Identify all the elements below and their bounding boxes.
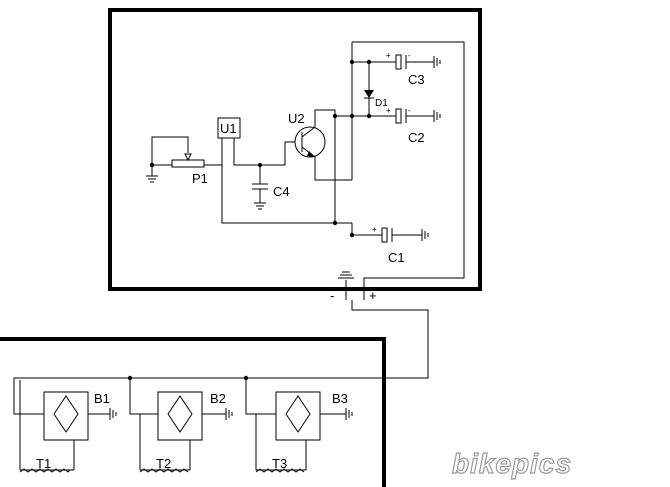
upper-enclosure — [108, 8, 482, 291]
bridge-rectifier-b2 — [139, 391, 233, 473]
watermark-logo: bikepics — [452, 448, 572, 479]
plus-sign: + — [372, 225, 377, 234]
label-b3: B3 — [332, 391, 348, 406]
label-c4: C4 — [273, 184, 290, 199]
label-b2: B2 — [210, 391, 226, 406]
plus-sign: + — [386, 106, 391, 115]
plus-terminal: + — [369, 288, 377, 303]
transistor-u2 — [294, 109, 352, 181]
minus-sign: - — [408, 51, 411, 60]
power-entry — [13, 271, 429, 415]
label-t3: T3 — [272, 456, 287, 471]
label-p1: P1 — [192, 171, 208, 186]
junction-dot — [257, 162, 263, 168]
label-c1: C1 — [388, 250, 405, 265]
diode-d1 — [364, 62, 374, 116]
junction-dot — [332, 113, 338, 119]
capacitor-c1 — [352, 227, 429, 243]
label-t1: T1 — [36, 456, 51, 471]
junction-dot — [366, 113, 372, 119]
junction-dot — [349, 232, 355, 238]
capacitor-c3 — [352, 54, 441, 70]
label-c2: C2 — [408, 130, 425, 145]
minus-terminal: - — [330, 288, 334, 303]
label-b1: B1 — [94, 391, 110, 406]
capacitor-c2 — [352, 108, 441, 124]
bridge-rectifier-b1 — [19, 380, 117, 473]
component-u1 — [217, 117, 352, 224]
lower-enclosure — [0, 337, 386, 487]
label-t2: T2 — [156, 456, 171, 471]
plus-sign: + — [386, 51, 391, 60]
label-c3: C3 — [408, 72, 425, 87]
label-u2: U2 — [288, 111, 305, 126]
capacitor-c4 — [252, 165, 268, 210]
label-d1: D1 — [375, 98, 388, 109]
potentiometer-p1 — [146, 136, 222, 183]
junction-dot — [366, 59, 372, 65]
junction-dot — [332, 220, 338, 226]
junction-dot — [149, 162, 155, 168]
bridge-rectifier-b3 — [255, 391, 353, 473]
minus-sign: - — [408, 106, 411, 115]
label-u1: U1 — [220, 121, 237, 136]
junction-dot — [349, 113, 355, 119]
